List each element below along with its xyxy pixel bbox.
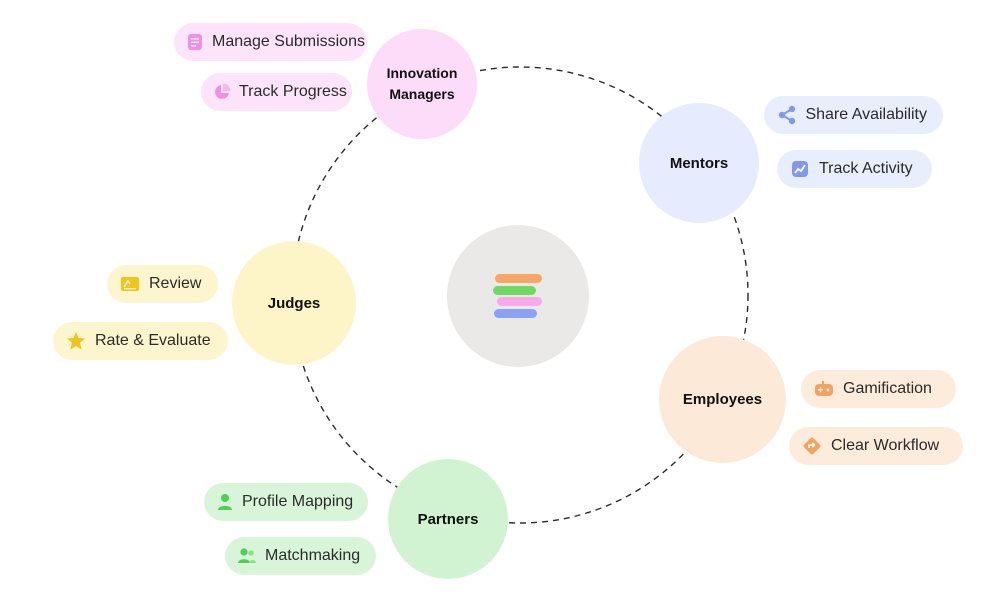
feature-share-availability: Share Availability <box>764 96 943 134</box>
role-judges: Judges <box>232 241 356 365</box>
feature-share-availability-label: Share Availability <box>805 106 927 123</box>
document-icon <box>186 31 204 53</box>
pie-chart-icon <box>213 81 231 103</box>
role-innovation-line1: Innovation <box>386 65 458 81</box>
star-icon <box>65 330 87 352</box>
role-employees: Employees <box>659 336 786 463</box>
logo-bar-pink <box>497 297 542 306</box>
feature-review-label: Review <box>149 275 202 292</box>
role-judges-label: Judges <box>267 294 321 312</box>
feature-gamification-label: Gamification <box>843 380 932 397</box>
feature-profile-mapping-label: Profile Mapping <box>242 493 354 510</box>
center-logo <box>447 225 589 367</box>
feature-rate-evaluate-label: Rate & Evaluate <box>95 332 211 349</box>
role-mentors: Mentors <box>639 103 759 223</box>
feature-clear-workflow: Clear Workflow <box>789 427 963 465</box>
role-innovation-line2: Managers <box>389 86 455 102</box>
feature-matchmaking: Matchmaking <box>225 537 376 575</box>
review-card-icon <box>119 273 141 295</box>
feature-track-activity: Track Activity <box>777 150 932 188</box>
feature-track-progress: Track Progress <box>201 73 352 111</box>
role-employees-label: Employees <box>682 391 763 408</box>
logo-bar-green <box>493 286 536 295</box>
logo-bar-orange <box>495 274 542 283</box>
role-partners-label: Partners <box>417 510 479 528</box>
feature-review: Review <box>107 265 218 303</box>
feature-manage-submissions: Manage Submissions <box>174 23 367 61</box>
share-icon <box>776 104 797 126</box>
feature-clear-workflow-label: Clear Workflow <box>831 437 940 454</box>
feature-track-activity-label: Track Activity <box>819 160 913 177</box>
feature-manage-submissions-label: Manage Submissions <box>212 33 365 50</box>
feature-rate-evaluate: Rate & Evaluate <box>53 322 228 360</box>
logo-bar-blue <box>494 309 537 318</box>
feature-matchmaking-label: Matchmaking <box>265 547 361 564</box>
feature-profile-mapping: Profile Mapping <box>204 483 368 521</box>
role-innovation-managers: Innovation Managers <box>367 29 477 139</box>
people-icon <box>237 545 257 567</box>
person-icon <box>216 491 234 513</box>
feature-gamification: Gamification <box>801 370 956 408</box>
activity-chart-icon <box>789 158 811 180</box>
direction-sign-icon <box>801 435 823 457</box>
feature-track-progress-label: Track Progress <box>239 83 347 100</box>
role-partners: Partners <box>388 459 508 579</box>
role-mentors-label: Mentors <box>669 154 729 172</box>
gamepad-icon <box>813 378 835 400</box>
